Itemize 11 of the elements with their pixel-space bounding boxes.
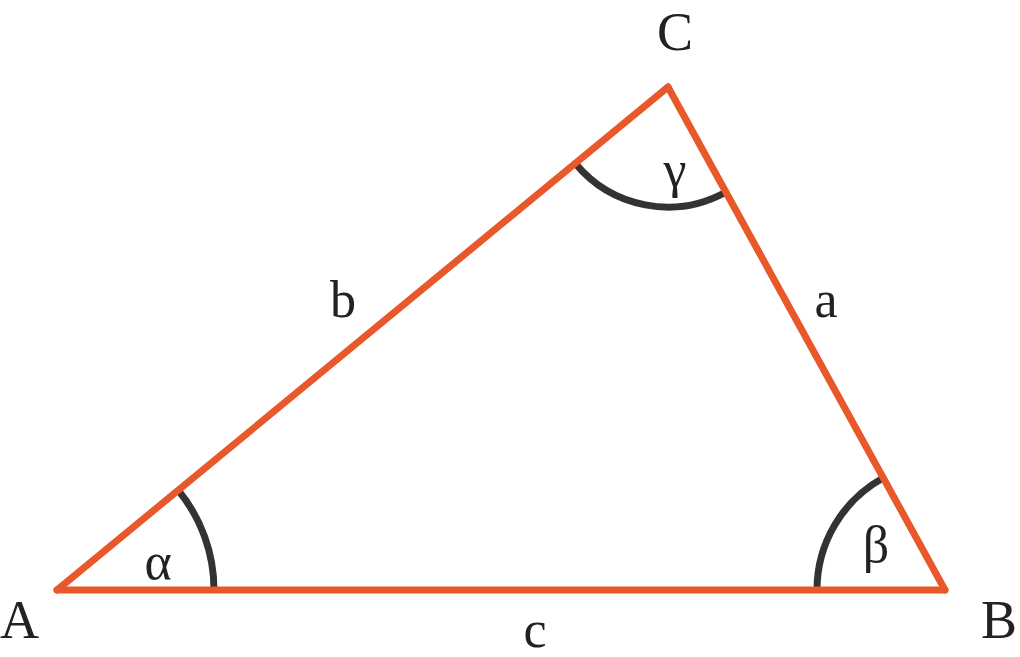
vertex-label: C [657, 5, 693, 59]
vertex-label: B [980, 593, 1017, 647]
side-label: a [814, 274, 838, 326]
triangle-side [664, 83, 949, 594]
triangle-side [53, 586, 949, 594]
vertex-label: A [0, 593, 39, 647]
side-label: c [523, 604, 547, 656]
angle-label: α [144, 536, 172, 588]
angle-label: β [862, 519, 890, 571]
side-label: b [330, 274, 356, 326]
angle-label: γ [663, 144, 687, 196]
